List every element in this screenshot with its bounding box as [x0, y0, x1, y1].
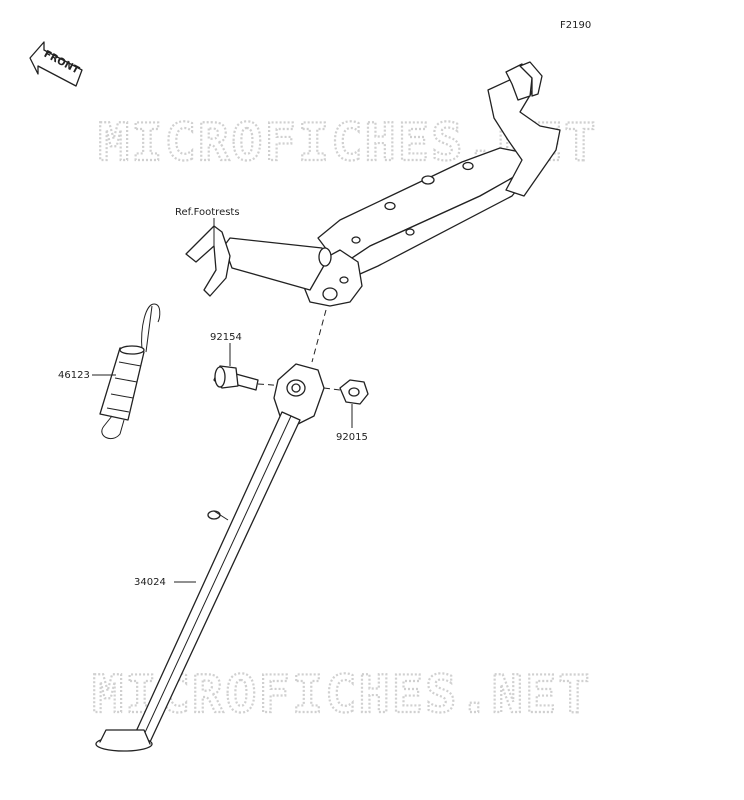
bolt-part — [213, 365, 289, 391]
callout-bolt: 92154 — [210, 332, 242, 343]
callout-spring: 46123 — [58, 370, 90, 381]
nut-part — [323, 379, 369, 405]
callout-ref-footrests: Ref.Footrests — [175, 207, 240, 218]
front-arrow-icon: FRONT — [29, 41, 83, 87]
spring-part — [99, 303, 161, 439]
diagram-code: F2190 — [560, 20, 591, 31]
callout-nut: 92015 — [336, 432, 368, 443]
side-stand-part — [95, 363, 325, 752]
frame-bracket — [185, 61, 561, 307]
callout-stand: 34024 — [134, 577, 166, 588]
alignment-line — [311, 309, 327, 363]
